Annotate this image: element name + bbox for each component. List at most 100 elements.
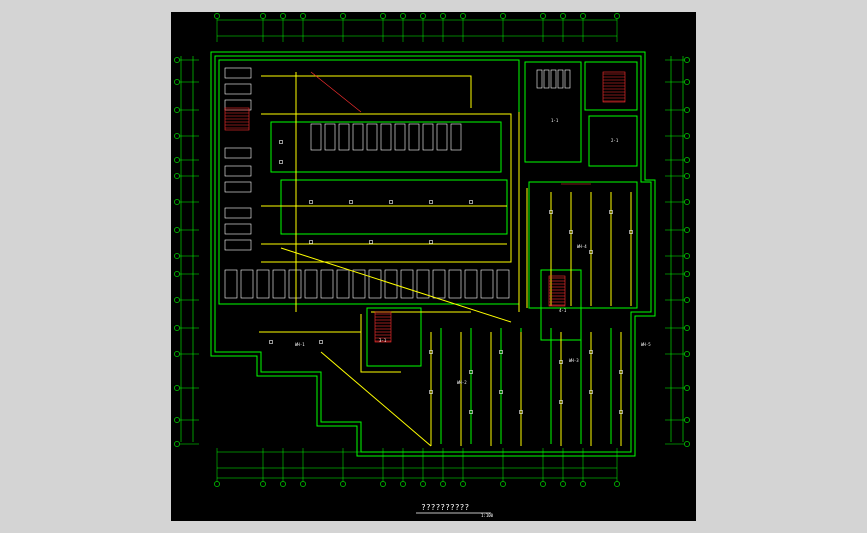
parking-stall — [352, 123, 364, 151]
parking-stall — [480, 269, 494, 299]
wall-outline — [280, 179, 508, 235]
wall-outline — [588, 115, 638, 167]
axis-marker-left — [174, 227, 180, 233]
light-fixtures — [269, 140, 633, 414]
axis-marker-right — [684, 385, 690, 391]
axis-marker-top — [440, 13, 446, 19]
light-fixture — [549, 210, 553, 214]
parking-stall — [224, 83, 252, 95]
parking-stall — [256, 269, 270, 299]
parking-stall — [224, 67, 252, 79]
light-fixture — [629, 230, 633, 234]
light-fixture — [569, 230, 573, 234]
parking-stall — [324, 123, 336, 151]
room-label: 4-1 — [559, 308, 567, 313]
axis-marker-right — [684, 79, 690, 85]
parking-stall — [288, 269, 302, 299]
dimension-lines — [180, 19, 684, 479]
parking-stall — [224, 207, 252, 219]
light-fixture — [619, 410, 623, 414]
wall-outline — [270, 121, 502, 173]
parking-stall — [394, 123, 406, 151]
room-label: 3-1 — [379, 338, 387, 343]
light-fixture — [559, 400, 563, 404]
light-fixture — [499, 350, 503, 354]
light-fixture — [499, 390, 503, 394]
axis-marker-left — [174, 441, 180, 447]
light-fixture — [369, 240, 373, 244]
light-fixture — [519, 410, 523, 414]
axis-marker-bottom — [400, 481, 406, 487]
area-label: WH-1 — [295, 342, 305, 347]
axis-marker-left — [174, 325, 180, 331]
parking-stall — [240, 269, 254, 299]
axis-marker-left — [174, 133, 180, 139]
parking-stall — [550, 69, 557, 89]
parking-stall — [416, 269, 430, 299]
parking-stall — [464, 269, 478, 299]
axis-marker-bottom — [460, 481, 466, 487]
parking-stall — [450, 123, 462, 151]
light-fixture — [589, 350, 593, 354]
light-fixture — [279, 140, 283, 144]
light-fixture — [309, 200, 313, 204]
parking-stall — [224, 269, 238, 299]
axis-marker-top — [614, 13, 620, 19]
floor-plan: WH-1WH-2WH-3WH-4WH-51-12-13-14-1 ???????… — [174, 13, 690, 518]
axis-marker-right — [684, 253, 690, 259]
wall-outline — [214, 55, 652, 453]
stair-block — [602, 71, 626, 103]
axis-marker-bottom — [500, 481, 506, 487]
axis-marker-bottom — [300, 481, 306, 487]
wall-outline — [584, 61, 638, 111]
axis-marker-right — [684, 417, 690, 423]
axis-marker-left — [174, 351, 180, 357]
axis-marker-bottom — [340, 481, 346, 487]
axis-marker-right — [684, 325, 690, 331]
axis-marker-top — [540, 13, 546, 19]
axis-marker-bottom — [580, 481, 586, 487]
circuit-line — [261, 75, 472, 108]
circuit-line — [280, 247, 512, 323]
parking-stall — [536, 69, 543, 89]
wall-outline — [218, 59, 520, 305]
light-fixture — [349, 200, 353, 204]
axis-marker-left — [174, 79, 180, 85]
parking-stall — [338, 123, 350, 151]
light-fixture — [469, 200, 473, 204]
axis-marker-bottom — [440, 481, 446, 487]
axis-marker-bottom — [420, 481, 426, 487]
parking-stall — [224, 165, 252, 177]
parking-stall — [310, 123, 322, 151]
axis-marker-left — [174, 157, 180, 163]
axis-marker-top — [400, 13, 406, 19]
light-fixture — [619, 370, 623, 374]
axis-marker-top — [300, 13, 306, 19]
axis-grid — [179, 18, 685, 482]
wall-outline — [528, 181, 638, 309]
parking-stall — [564, 69, 571, 89]
axis-marker-bottom — [540, 481, 546, 487]
drawing-title: ?????????? — [421, 503, 469, 512]
light-fixture — [469, 410, 473, 414]
parking-stall — [448, 269, 462, 299]
circuit-line — [360, 314, 401, 373]
parking-stall — [336, 269, 350, 299]
light-fixture — [319, 340, 323, 344]
parking-stall — [543, 69, 550, 89]
axis-marker-bottom — [380, 481, 386, 487]
parking-stall — [408, 123, 420, 151]
parking-stall — [432, 269, 446, 299]
axis-marker-right — [684, 133, 690, 139]
axis-marker-top — [260, 13, 266, 19]
axis-marker-bottom — [260, 481, 266, 487]
parking-stalls — [224, 67, 571, 299]
parking-stall — [368, 269, 382, 299]
drawing-scale: 1:100 — [481, 513, 494, 518]
parking-stall — [496, 269, 510, 299]
axis-marker-top — [460, 13, 466, 19]
light-fixture — [559, 360, 563, 364]
light-fixture — [429, 350, 433, 354]
axis-marker-left — [174, 57, 180, 63]
